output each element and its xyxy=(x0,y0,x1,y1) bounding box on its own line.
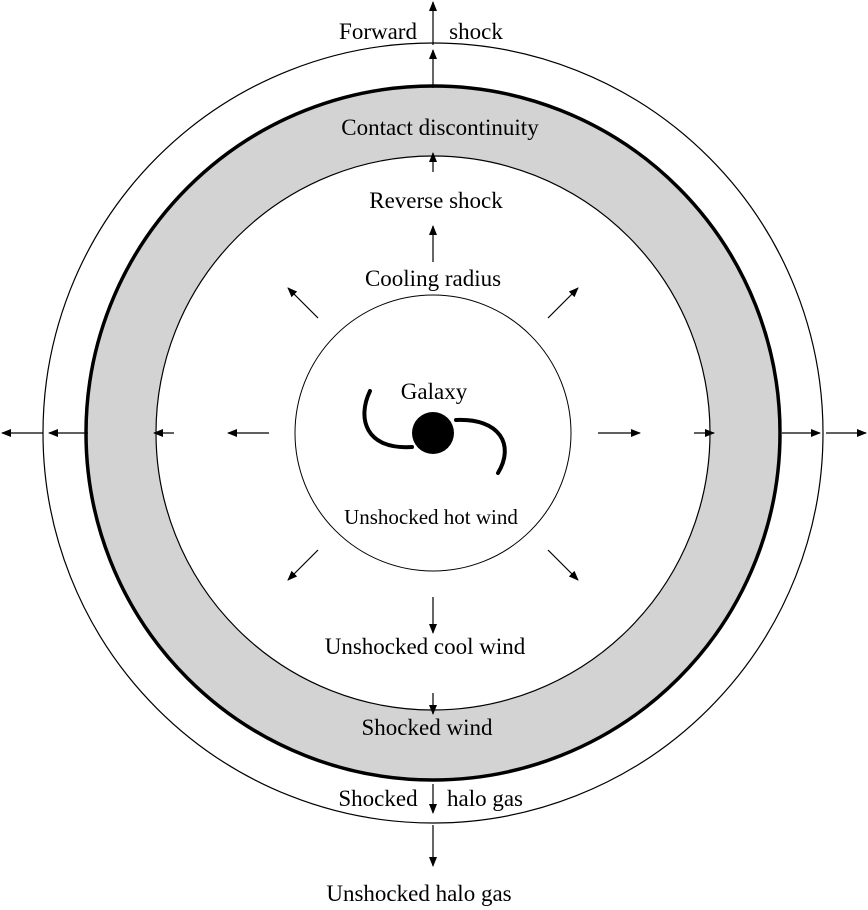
shocked-halo-gas-label-left: Shocked xyxy=(338,786,418,811)
outward-arrow-icon xyxy=(547,549,579,581)
unshocked-hot-wind-label: Unshocked hot wind xyxy=(344,505,518,529)
outward-arrow-icon xyxy=(547,287,579,319)
spiral-galaxy-icon xyxy=(362,389,507,475)
galaxy-label: Galaxy xyxy=(401,379,468,404)
outward-arrow-icon xyxy=(287,287,319,319)
shocked-halo-gas-label-right: halo gas xyxy=(447,786,523,811)
outward-arrow-icon xyxy=(287,549,319,581)
forward-shock-label-left: Forward xyxy=(339,19,417,44)
forward-shock-label-right: shock xyxy=(449,19,503,44)
reverse-shock-label: Reverse shock xyxy=(369,188,503,213)
unshocked-cool-wind-label: Unshocked cool wind xyxy=(325,634,526,659)
unshocked-halo-gas-label: Unshocked halo gas xyxy=(326,881,511,906)
shocked-wind-label: Shocked wind xyxy=(362,715,493,740)
contact-discontinuity-label: Contact discontinuity xyxy=(341,115,539,140)
cooling-radius-label: Cooling radius xyxy=(365,266,501,291)
